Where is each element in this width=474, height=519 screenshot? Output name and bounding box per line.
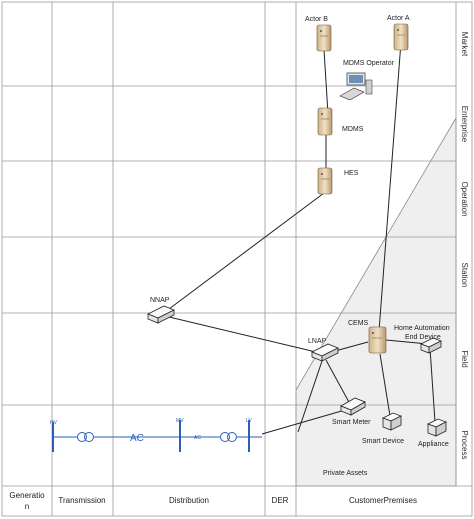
home-automation-label: Home Automation bbox=[394, 325, 450, 332]
domain-customer-premises: CustomerPremises bbox=[349, 496, 417, 505]
actor-b-server-icon bbox=[316, 24, 332, 52]
actor-b-label: Actor B bbox=[305, 16, 328, 23]
mdms-operator-label: MDMS Operator bbox=[343, 60, 395, 67]
hes-label: HES bbox=[344, 170, 359, 177]
mdms-server-icon bbox=[317, 107, 333, 136]
mdms-operator-computer-icon bbox=[339, 72, 373, 101]
domain-der: DER bbox=[272, 496, 289, 505]
end-device-label: End Device bbox=[405, 334, 441, 341]
zone-enterprise: Enterprise bbox=[460, 106, 469, 143]
mv-label: MV bbox=[176, 418, 184, 424]
domain-distribution: Distribution bbox=[169, 496, 209, 505]
hv-label: HV bbox=[50, 420, 58, 426]
cems-label: CEMS bbox=[348, 320, 369, 327]
domain-generation-1: Generatio bbox=[9, 491, 45, 500]
zone-operation: Operation bbox=[460, 181, 469, 216]
domain-generation-2: n bbox=[25, 502, 29, 511]
zone-process: Process bbox=[460, 431, 469, 460]
zone-field: Field bbox=[460, 350, 469, 367]
ac-small-label: AC bbox=[194, 435, 201, 441]
actor-a-label: Actor A bbox=[387, 15, 410, 22]
zone-station: Station bbox=[460, 263, 469, 288]
hes-server-icon bbox=[317, 167, 333, 195]
mdms-label: MDMS bbox=[342, 126, 364, 133]
ac-big-label: AC bbox=[130, 433, 144, 444]
home-automation-device-icon bbox=[420, 337, 442, 354]
domain-transmission: Transmission bbox=[58, 496, 105, 505]
nnap-device-icon bbox=[147, 305, 175, 324]
cems-server-icon bbox=[368, 326, 387, 354]
smart-device-icon bbox=[382, 412, 402, 431]
actor-a-server-icon bbox=[393, 23, 409, 51]
smart-meter-label: Smart Meter bbox=[332, 419, 371, 426]
nnap-label: NNAP bbox=[150, 297, 170, 304]
private-assets-label: Private Assets bbox=[323, 470, 368, 477]
appliance-device-icon bbox=[427, 418, 447, 437]
appliance-label: Appliance bbox=[418, 441, 449, 448]
lnap-label: LNAP bbox=[308, 338, 327, 345]
lnap-device-icon bbox=[311, 343, 339, 362]
lv-label: LV bbox=[246, 418, 252, 424]
power-grid bbox=[52, 420, 262, 452]
smart-meter-device-icon bbox=[340, 397, 366, 416]
zone-market: Market bbox=[460, 32, 469, 57]
smart-device-label: Smart Device bbox=[362, 438, 404, 445]
